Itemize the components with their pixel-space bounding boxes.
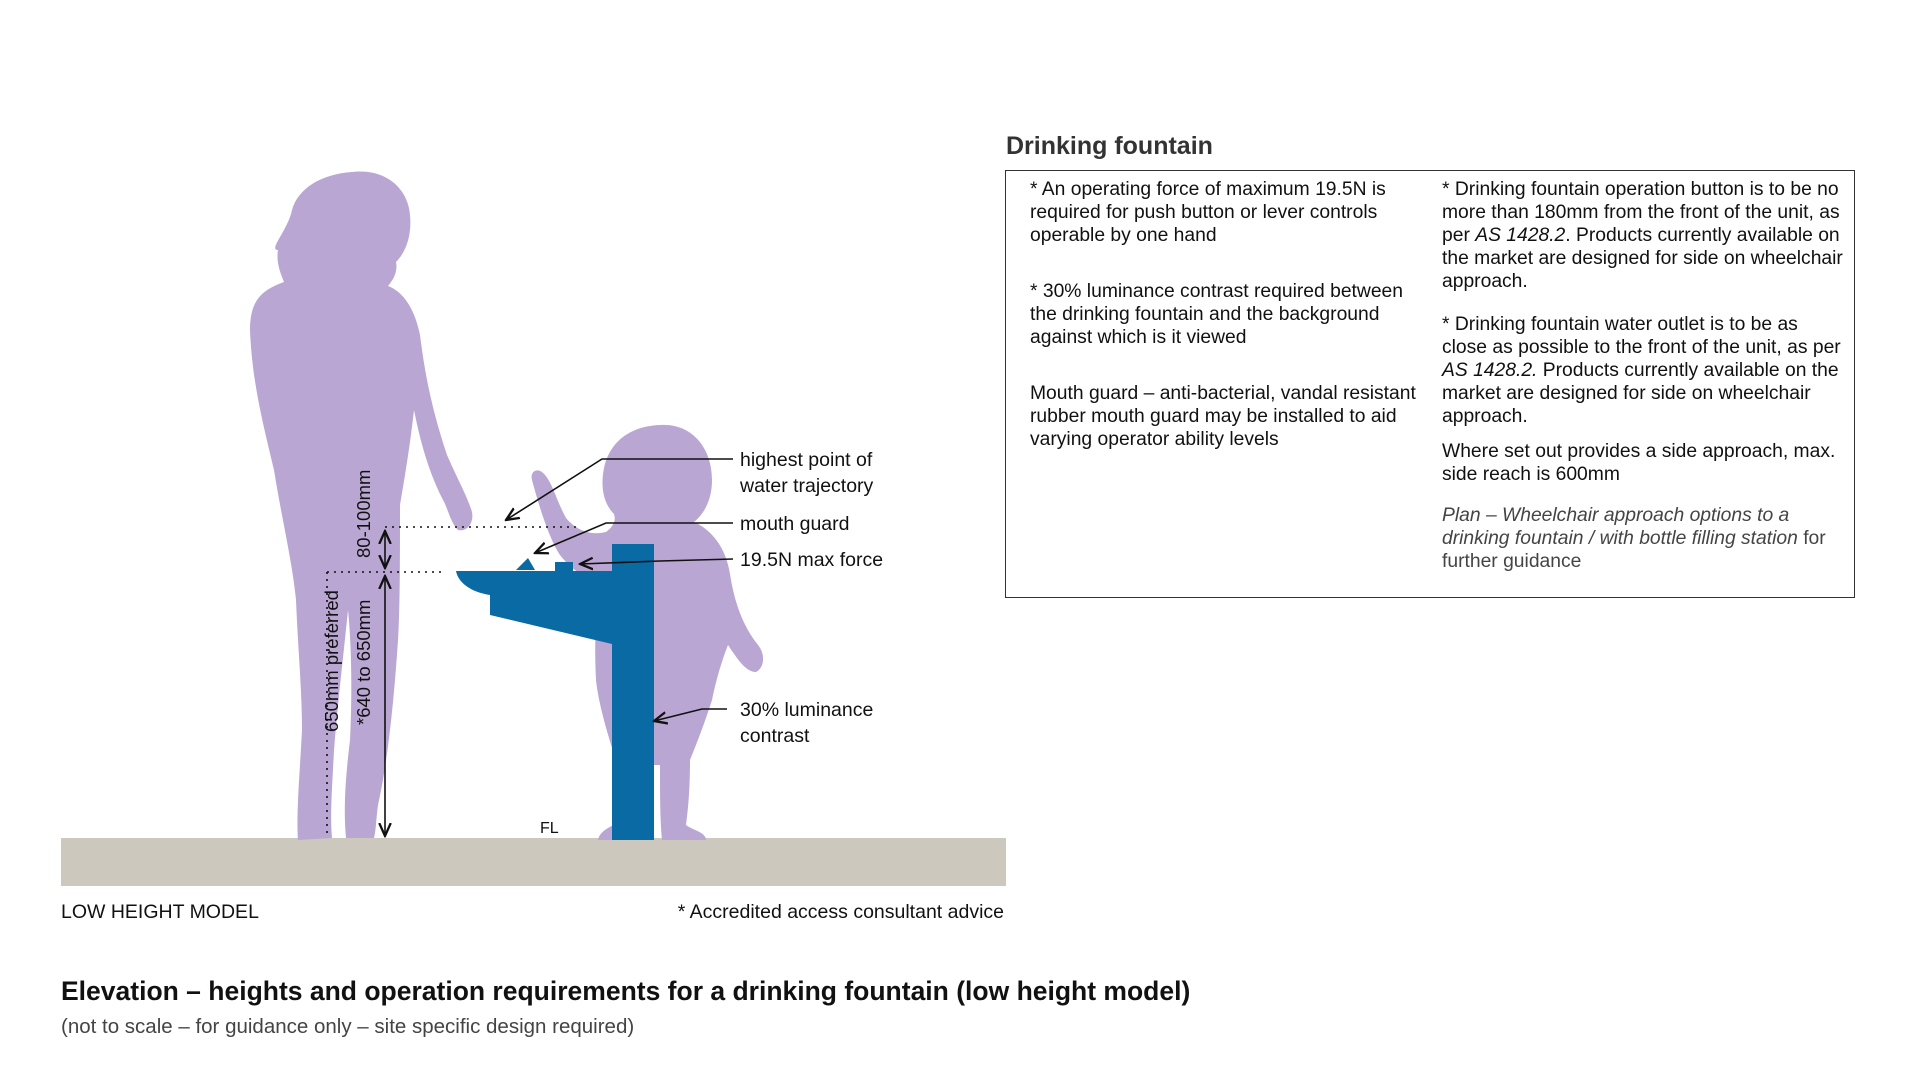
side-reach-note: Where set out provides a side approach, … bbox=[1442, 441, 1836, 485]
fountain-pedestal bbox=[612, 544, 654, 840]
plan-reference: Plan – Wheelchair approach options to a … bbox=[1442, 505, 1798, 549]
panel-title: Drinking fountain bbox=[1006, 132, 1213, 160]
luminance-label-line1: 30% luminance bbox=[740, 699, 873, 721]
further-guidance-text: for further guidance bbox=[1442, 528, 1826, 572]
trajectory-range-label: 80-100mm bbox=[353, 470, 374, 558]
standard-reference: AS 1428.2 bbox=[1475, 225, 1566, 246]
operation-button-text: * Drinking fountain operation button is … bbox=[1442, 179, 1840, 246]
water-outlet-note: * Drinking fountain water outlet is to b… bbox=[1442, 313, 1847, 428]
max-force-label: 19.5N max force bbox=[740, 549, 883, 571]
mouth-guard-label: mouth guard bbox=[740, 513, 850, 535]
floor-slab bbox=[61, 838, 1006, 886]
callout-leaders bbox=[506, 458, 734, 721]
mouth-guard-note: Mouth guard – anti-bacterial, vandal res… bbox=[1030, 383, 1416, 450]
consultant-note: * Accredited access consultant advice bbox=[677, 901, 1004, 923]
caption-title: Elevation – heights and operation requir… bbox=[61, 976, 1191, 1006]
operation-button-note: * Drinking fountain operation button is … bbox=[1442, 178, 1847, 293]
model-label: LOW HEIGHT MODEL bbox=[61, 901, 259, 923]
floor-level-label: FL bbox=[540, 820, 559, 837]
trajectory-label-line1: highest point of bbox=[740, 449, 873, 471]
water-outlet-text: * Drinking fountain water outlet is to b… bbox=[1442, 314, 1841, 358]
preferred-height-label: 650mm preferred bbox=[321, 590, 342, 732]
operating-force-note: * An operating force of maximum 19.5N is… bbox=[1030, 179, 1386, 246]
requirements-panel bbox=[1005, 170, 1855, 598]
requirements-left-column: * An operating force of maximum 19.5N is… bbox=[1030, 178, 1425, 451]
further-guidance-note: Plan – Wheelchair approach options to a … bbox=[1442, 504, 1847, 573]
mouth-guard-shape bbox=[516, 558, 535, 570]
requirements-right-column: * Drinking fountain operation button is … bbox=[1442, 178, 1847, 573]
luminance-contrast-note: * 30% luminance contrast required betwee… bbox=[1030, 281, 1403, 348]
dimension-lines bbox=[326, 526, 580, 838]
standard-reference: AS 1428.2. bbox=[1442, 360, 1538, 381]
push-button-shape bbox=[555, 562, 573, 571]
drinking-fountain bbox=[456, 544, 654, 840]
height-range-label: *640 to 650mm bbox=[353, 600, 374, 725]
caption-subtitle: (not to scale – for guidance only – site… bbox=[61, 1015, 635, 1038]
adult-silhouette bbox=[250, 171, 473, 841]
fountain-basin bbox=[456, 571, 612, 644]
luminance-label-line2: contrast bbox=[740, 725, 810, 747]
water-outlet-text-end: Products currently available on the mark… bbox=[1442, 360, 1839, 427]
trajectory-label-line2: water trajectory bbox=[739, 475, 874, 497]
operation-button-text-end: . Products currently available on the ma… bbox=[1442, 225, 1843, 292]
